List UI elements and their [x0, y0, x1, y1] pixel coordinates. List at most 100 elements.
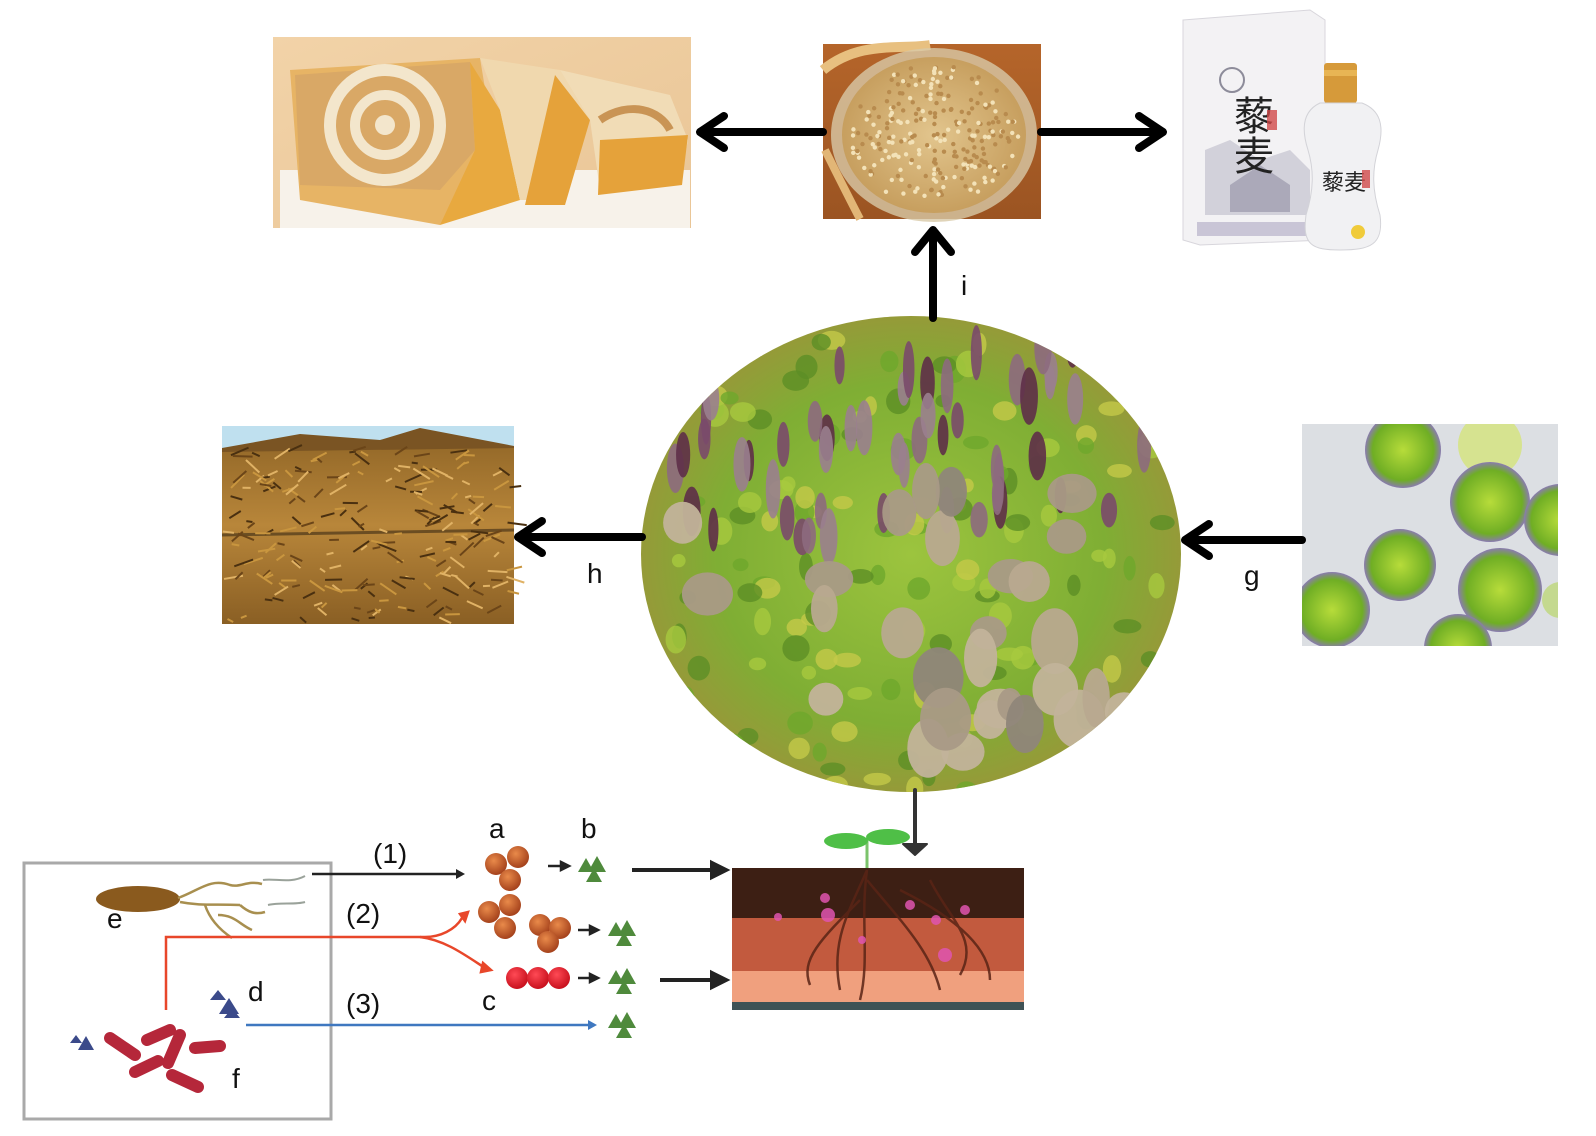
purple-panicle: [937, 414, 949, 456]
foliage: [1077, 437, 1095, 454]
algae-photo: [1302, 424, 1558, 646]
arrow-to-bread: [696, 112, 827, 152]
straw-streak: [474, 518, 482, 524]
grain: [959, 109, 965, 115]
straw-streak: [307, 525, 318, 534]
foliage: [1148, 334, 1176, 360]
foliage: [1090, 750, 1106, 776]
straw-streak: [464, 494, 472, 499]
straw-streak: [272, 596, 284, 602]
grain: [992, 168, 998, 174]
grain: [891, 72, 897, 77]
purple-panicle: [658, 374, 670, 432]
straw-streak: [351, 617, 360, 622]
foliage: [820, 762, 846, 776]
straw-streak: [279, 526, 297, 533]
straw-streak: [319, 567, 326, 573]
grain: [967, 128, 972, 133]
grain: [884, 125, 890, 131]
grain: [978, 91, 983, 96]
straw-streak: [231, 531, 244, 543]
cocci-cluster-a-middle: [478, 894, 571, 953]
green-triangle: [616, 980, 632, 994]
straw-streak: [374, 608, 381, 614]
grain: [932, 114, 938, 120]
grain: [952, 149, 957, 155]
grain: [867, 113, 872, 119]
grain: [961, 162, 966, 167]
grain: [851, 127, 856, 132]
grain: [907, 95, 913, 101]
foliage: [1005, 514, 1031, 531]
purple-panicle: [992, 482, 1003, 516]
grain: [908, 131, 913, 136]
foliage: [1102, 655, 1122, 683]
foliage: [907, 577, 931, 600]
straw-streak: [264, 542, 277, 554]
straw-streak: [326, 551, 334, 556]
grain: [977, 163, 982, 168]
straw-streak: [442, 586, 459, 597]
grain: [923, 173, 928, 179]
green-triangle: [586, 868, 602, 882]
straw-streak: [259, 483, 272, 487]
straw-streak: [337, 472, 350, 480]
foliage: [1040, 504, 1058, 527]
straw-streak: [329, 483, 347, 496]
straw-streak: [486, 604, 502, 614]
pale-panicle: [663, 501, 703, 544]
grain: [928, 96, 933, 102]
purple-panicle: [1147, 316, 1159, 371]
grain: [998, 134, 1004, 139]
green-triangle: [618, 1012, 636, 1028]
straw-streak: [297, 470, 309, 483]
label-d: d: [248, 976, 264, 1007]
straw-streak: [352, 540, 370, 553]
green-triangles-b: [578, 856, 636, 1038]
foliage: [754, 607, 772, 636]
pale-panicle: [925, 510, 960, 566]
purple-panicle: [697, 346, 709, 401]
grain: [895, 72, 900, 77]
foliage: [795, 486, 815, 509]
straw-streak: [417, 495, 434, 506]
foliage: [671, 554, 686, 568]
grain: [918, 116, 924, 122]
straw-streak: [291, 559, 302, 569]
grain: [862, 165, 867, 171]
grain: [917, 151, 922, 157]
grain: [982, 175, 987, 181]
straw-streak: [394, 532, 403, 536]
straw-streak: [247, 522, 256, 529]
grain: [949, 75, 954, 80]
grain: [961, 147, 966, 152]
straw-streak: [357, 470, 364, 476]
straw-streak: [230, 446, 249, 457]
grain: [990, 129, 995, 134]
foliage: [812, 742, 827, 762]
grain: [916, 107, 921, 112]
grain: [928, 85, 934, 90]
grain-texture: [850, 65, 1021, 198]
label-e: e: [107, 903, 123, 934]
grain: [959, 176, 965, 181]
straw-streak: [245, 459, 261, 474]
straw-streak: [450, 449, 468, 454]
straw-streak: [498, 467, 511, 477]
straw-streak: [294, 469, 312, 474]
straw-streak: [482, 503, 493, 512]
grain: [884, 98, 890, 104]
purple-panicle: [819, 508, 838, 565]
straw-streak: [439, 572, 452, 578]
straw-streak: [393, 467, 401, 473]
label-i: i: [961, 270, 968, 301]
straw-streak: [467, 508, 485, 522]
green-triangle: [616, 932, 632, 946]
straw-streak: [445, 537, 454, 542]
foliage: [645, 695, 668, 715]
grain: [929, 82, 934, 87]
grain: [1015, 134, 1021, 139]
straw-streak: [506, 575, 525, 584]
grain: [941, 184, 946, 190]
